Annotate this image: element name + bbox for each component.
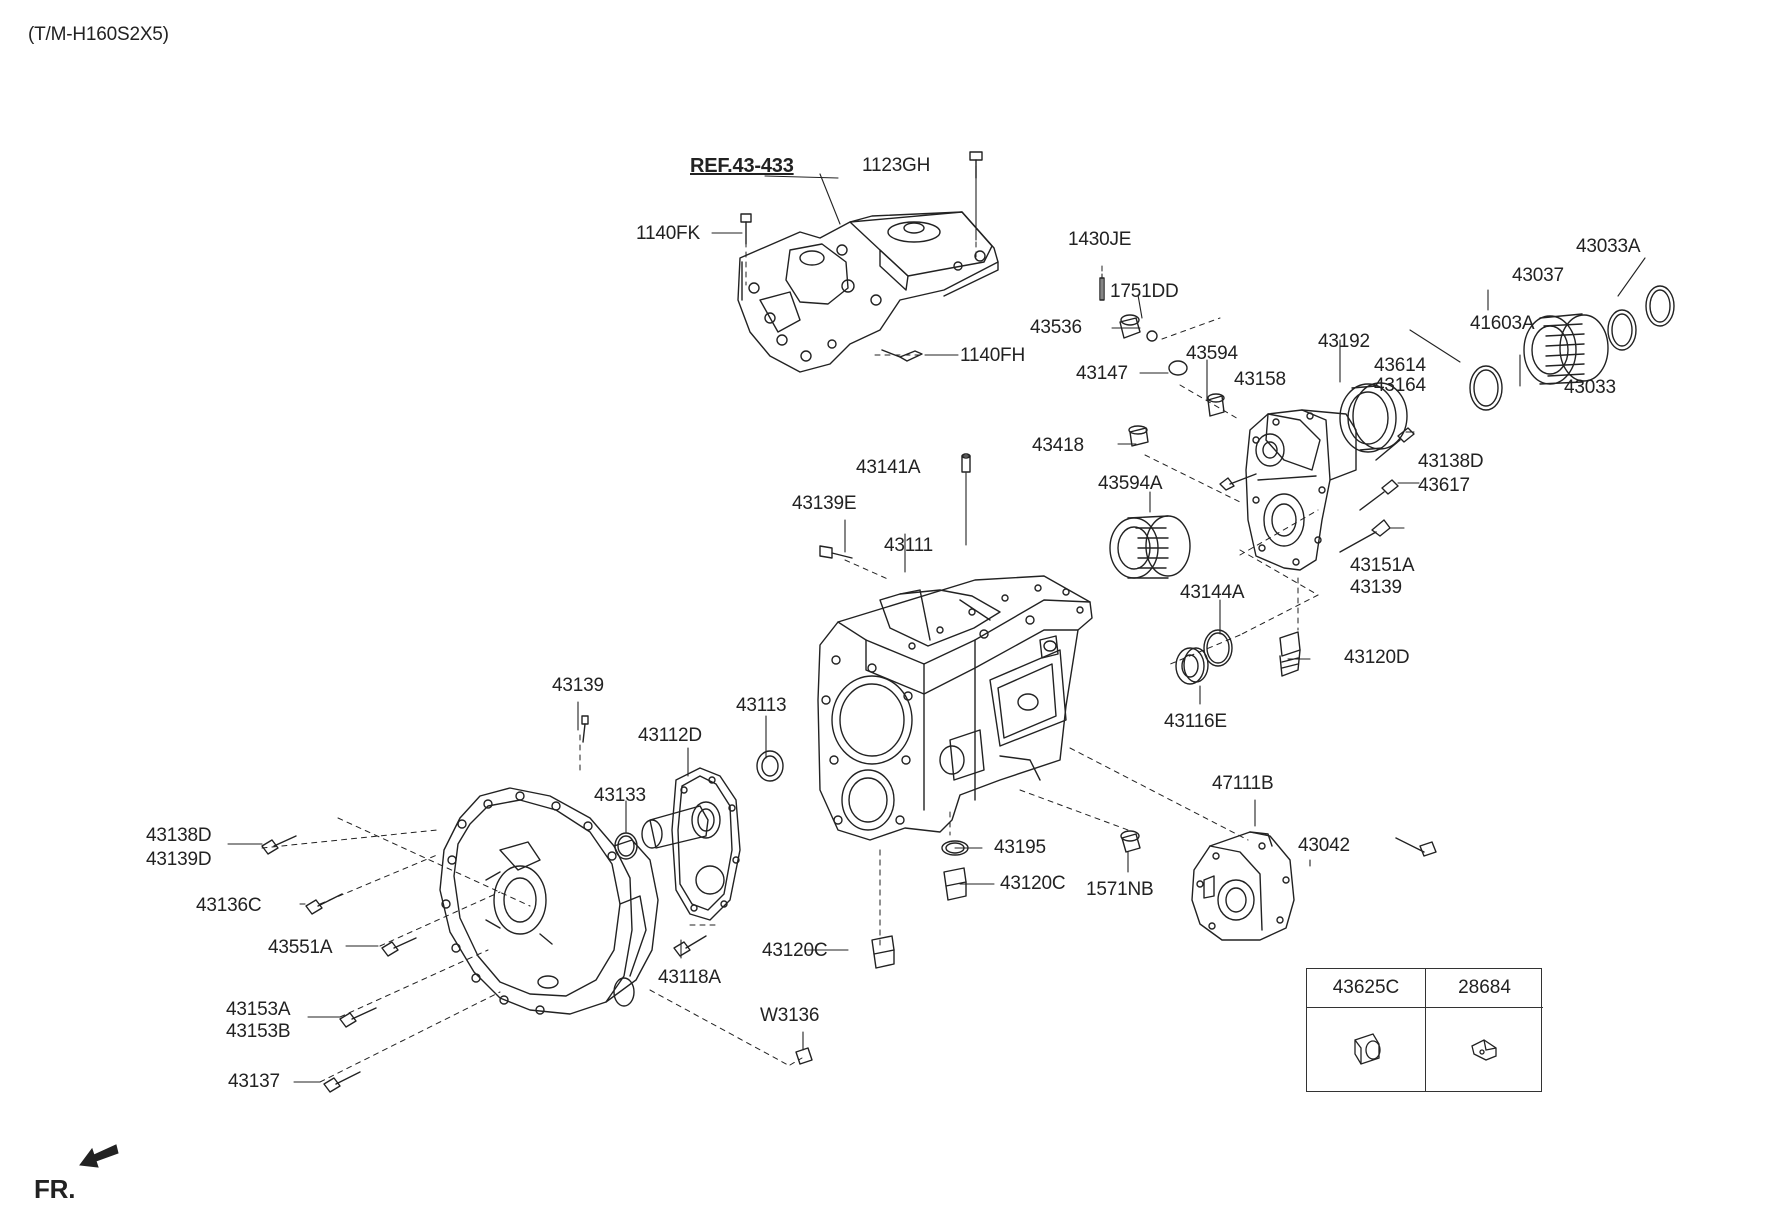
part-label-43153A[interactable]: 43153A	[226, 999, 291, 1020]
part-label-43120C-upper[interactable]: 43120C	[1000, 873, 1066, 894]
leader-lines	[227, 165, 1646, 1083]
pto-cover	[1191, 831, 1295, 941]
inset-cell-left[interactable]: 43625C	[1307, 969, 1425, 1091]
transmission-case	[817, 575, 1093, 841]
part-label-43551A[interactable]: 43551A	[268, 937, 333, 958]
bolt-icon	[819, 427, 1437, 857]
part-label-43139-rear[interactable]: 43139	[1350, 577, 1402, 598]
extension-housing	[1245, 409, 1357, 571]
drain-plug	[871, 830, 1141, 969]
part-label-43112D[interactable]: 43112D	[638, 725, 702, 746]
part-label-1751DD[interactable]: 1751DD	[1110, 281, 1179, 302]
part-label-43120C-lower[interactable]: 43120C	[762, 940, 828, 961]
part-label-43037[interactable]: 43037	[1512, 265, 1564, 286]
bolt-icon	[261, 473, 1257, 1093]
inset-part-number: 28684	[1426, 969, 1543, 1008]
roller-bearing	[1523, 313, 1609, 385]
snap-ring	[1469, 285, 1675, 411]
part-label-43195[interactable]: 43195	[994, 837, 1046, 858]
oil-seal	[614, 750, 784, 860]
part-label-43147[interactable]: 43147	[1076, 363, 1128, 384]
part-label-W3136[interactable]: W3136	[760, 1005, 820, 1026]
part-label-43594[interactable]: 43594	[1186, 343, 1238, 364]
part-label-43594A[interactable]: 43594A	[1098, 473, 1163, 494]
part-label-41603A[interactable]: 41603A	[1470, 313, 1535, 334]
part-label-1571NB[interactable]: 1571NB	[1086, 879, 1154, 900]
part-label-43192[interactable]: 43192	[1318, 331, 1370, 352]
cap-nut-icon	[1354, 1033, 1381, 1065]
part-label-43136C[interactable]: 43136C	[196, 895, 262, 916]
part-label-43164[interactable]: 43164	[1374, 375, 1426, 396]
part-label-43120D[interactable]: 43120D	[1344, 647, 1410, 668]
part-label-43133[interactable]: 43133	[594, 785, 646, 806]
part-label-47111B[interactable]: 47111B	[1212, 773, 1274, 794]
part-label-43116E[interactable]: 43116E	[1164, 711, 1227, 732]
part-label-1123GH[interactable]: 1123GH	[862, 155, 931, 176]
part-label-43153B[interactable]: 43153B	[226, 1021, 291, 1042]
shift-cover-assembly	[737, 211, 999, 373]
bolt-icon	[740, 151, 983, 362]
part-label-43111[interactable]: 43111	[884, 535, 934, 556]
part-label-43139D[interactable]: 43139D	[146, 849, 212, 870]
part-label-43617[interactable]: 43617	[1418, 475, 1470, 496]
part-label-1140FK[interactable]: 1140FK	[636, 223, 700, 244]
part-label-43118A[interactable]: 43118A	[658, 967, 721, 988]
front-marker: FR.	[34, 1174, 76, 1204]
part-label-43141A[interactable]: 43141A	[856, 457, 921, 478]
part-label-1430JE[interactable]: 1430JE	[1068, 229, 1132, 250]
inset-part-number: 43625C	[1307, 969, 1425, 1008]
part-label-43138D-rear[interactable]: 43138D	[1418, 451, 1484, 472]
part-label-43536[interactable]: 43536	[1030, 317, 1082, 338]
part-label-43138D-front[interactable]: 43138D	[146, 825, 212, 846]
part-label-43614[interactable]: 43614	[1374, 355, 1426, 376]
inset-cell-right[interactable]: 28684	[1425, 969, 1543, 1091]
part-label-43158[interactable]: 43158	[1234, 369, 1286, 390]
bearing-retainer	[641, 767, 741, 921]
part-label-43151A[interactable]: 43151A	[1350, 555, 1415, 576]
part-label-1140FH[interactable]: 1140FH	[960, 345, 1025, 366]
part-label-43139-front[interactable]: 43139	[552, 675, 604, 696]
inset-parts-table: 43625C 28684	[1306, 968, 1543, 1092]
o-ring	[1175, 629, 1233, 685]
drain-plug	[1279, 631, 1301, 677]
part-label-43113[interactable]: 43113	[736, 695, 787, 716]
assembly-guide-lines	[261, 231, 1319, 1083]
model-code: (T/M-H160S2X5)	[28, 24, 169, 45]
breather-plug	[1099, 277, 1225, 447]
clutch-housing	[439, 787, 659, 1015]
part-label-43139E[interactable]: 43139E	[792, 493, 857, 514]
part-label-43137[interactable]: 43137	[228, 1071, 280, 1092]
part-label-43033A[interactable]: 43033A	[1576, 236, 1641, 257]
part-label-43144A[interactable]: 43144A	[1180, 582, 1245, 603]
clip-bracket-icon	[1471, 1039, 1497, 1061]
oil-seal	[1339, 382, 1408, 453]
part-label-43033[interactable]: 43033	[1564, 377, 1616, 398]
part-label-43418[interactable]: 43418	[1032, 435, 1084, 456]
needle-bearing	[1109, 515, 1191, 579]
part-label-43042[interactable]: 43042	[1298, 835, 1350, 856]
reference-link[interactable]: REF.43-433	[690, 155, 794, 177]
front-direction-arrow-icon	[79, 1144, 119, 1168]
